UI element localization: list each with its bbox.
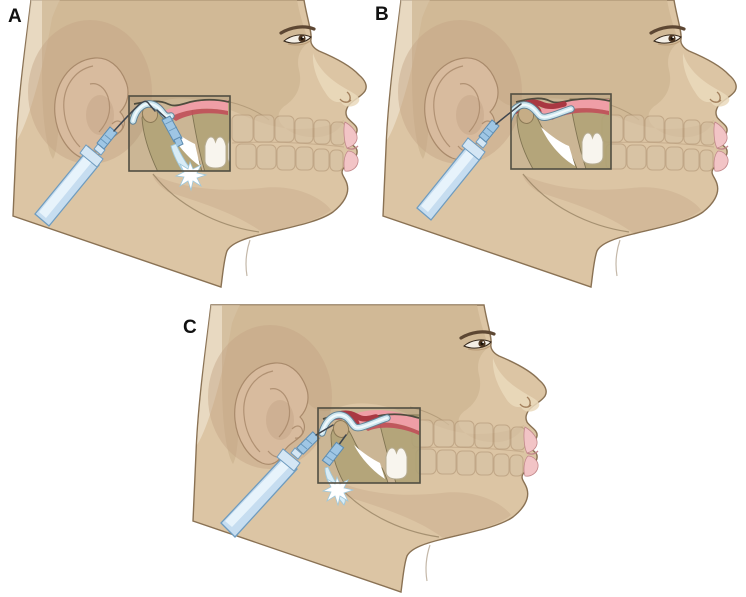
syringe-hub-rings-c [300,438,313,450]
syringe-collar-b [461,137,486,161]
inset-anatomy-c [318,410,420,483]
syringe-barrel-highlight-b [421,145,478,212]
syringe-barrel-highlight-a [39,151,96,218]
cannula-needle-a [156,109,168,120]
muscle-lower-band-a [170,108,228,121]
panel-label-c: C [183,317,197,338]
molar-a [204,136,227,169]
condyle-c [332,420,350,438]
syringe-b [416,103,522,221]
syringe-c [220,424,334,538]
molar-b [581,132,604,165]
syringe-hub-a [96,126,118,150]
inset-box-a [128,95,231,172]
syringe-hub-rings-b [482,127,494,138]
fluid-splash-c [321,475,355,507]
disc-core-a [132,102,172,122]
sigmoid-notch-b [541,127,575,166]
panel-b: B [375,0,738,289]
syringe-hub-b [478,119,500,143]
panel-label-a: A [8,6,22,27]
syringe-a [34,100,156,227]
sigmoid-notch-c [354,445,385,479]
outflow-cannula-c [321,434,355,507]
syringe-nozzle-c [290,447,303,460]
cannula-hub-rings-a [165,119,178,132]
panel-label-b: B [375,4,389,25]
syringe-needle-b [495,103,522,125]
molar-c [385,447,408,480]
inset-anatomy-b [511,97,611,169]
panel-a: A [8,0,368,289]
inset-box-b [510,93,612,170]
cannula-hub-c [321,441,345,467]
inset-box-c [317,407,421,484]
syringe-barrel-highlight-c [225,456,294,527]
panel-c: C [183,303,548,594]
disc-core-c [321,414,388,434]
syringe-hub-rings-a [100,134,112,145]
syringe-needle-c [315,424,334,436]
syringe-collar-a [79,144,104,168]
syringe-nozzle-b [475,136,488,149]
lateral-pterygoid-a [162,99,228,117]
syringe-collar-c [276,448,301,472]
inset-anatomy-a [129,98,230,171]
outflow-cannula-a [156,109,208,192]
syringe-needle-a [113,100,156,132]
cannula-hub-rings-c [325,450,338,462]
syringe-hub-c [296,431,320,455]
syringe-nozzle-a [93,143,106,156]
